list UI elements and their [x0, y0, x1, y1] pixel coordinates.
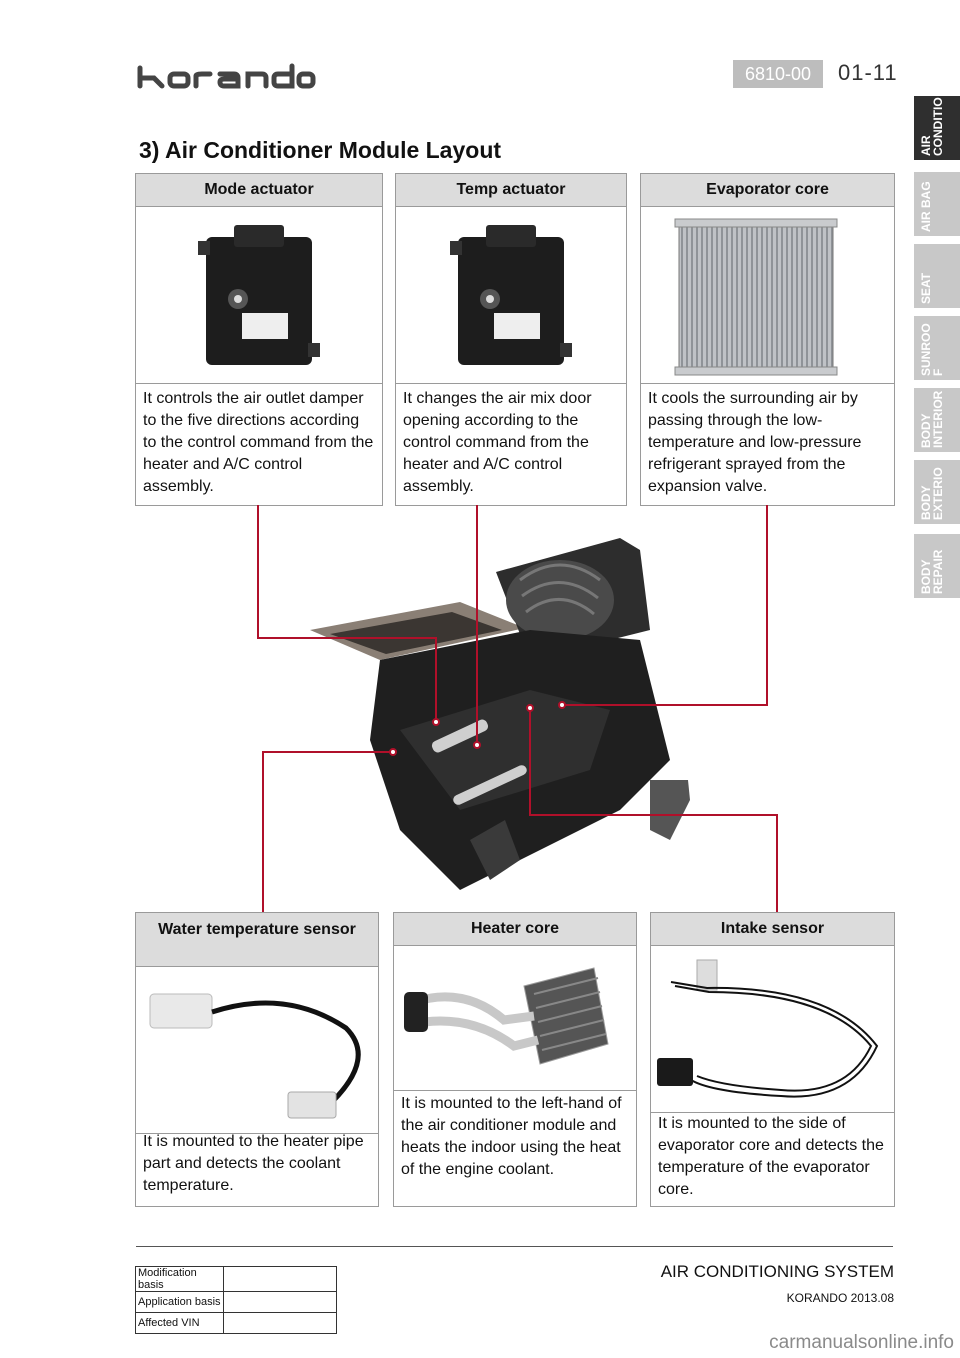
watermark: carmanualsonline.info — [769, 1332, 954, 1353]
temp-actuator-image — [396, 207, 626, 384]
temp-actuator-card: Temp actuator It changes the air mix doo… — [395, 173, 627, 506]
system-name: AIR CONDITIONING SYSTEM — [660, 1262, 894, 1281]
card-description: It is mounted to the left-hand of the ai… — [401, 1095, 622, 1178]
tab-sunroof[interactable]: SUNROO F — [914, 316, 960, 380]
tab-seat[interactable]: SEAT — [914, 244, 960, 308]
intake-sensor-image — [651, 946, 894, 1113]
card-description: It is mounted to the heater pipe part an… — [143, 1133, 364, 1194]
card-description: It changes the air mix door opening acco… — [403, 390, 592, 495]
page-number: 01-11 — [838, 60, 898, 85]
card-title: Mode actuator — [136, 174, 382, 207]
revision-label: Modification basis — [135, 1266, 224, 1292]
card-title: Temp actuator — [396, 174, 626, 207]
intake-sensor-card: Intake sensor It is mounted to the side … — [650, 912, 895, 1207]
korando-logo — [137, 63, 316, 89]
card-title: Heater core — [394, 913, 636, 946]
heater-core-card: Heater core It is mounted to the left-ha… — [393, 912, 637, 1207]
mode-actuator-card: Mode actuator It controls the air outlet… — [135, 173, 383, 506]
card-title: Evaporator core — [641, 174, 894, 207]
tab-body-interior[interactable]: BODY INTERIOR — [914, 388, 960, 452]
evaporator-core-card: Evaporator core It cools the surrounding… — [640, 173, 895, 506]
card-description: It controls the air outlet damper to the… — [143, 390, 374, 495]
table-row: Affected VIN — [135, 1312, 337, 1334]
revision-value — [223, 1291, 337, 1313]
page-title: 3) Air Conditioner Module Layout — [139, 137, 502, 163]
revision-value — [223, 1312, 337, 1334]
revision-label: Application basis — [135, 1291, 224, 1313]
card-title: Water temperature sensor — [136, 913, 378, 967]
tab-body-repair[interactable]: BODY REPAIR — [914, 534, 960, 598]
water-temp-sensor-image — [136, 968, 378, 1134]
evaporator-core-image — [641, 207, 894, 384]
tab-body-exterior[interactable]: BODY EXTERIO — [914, 460, 960, 524]
revision-label: Affected VIN — [135, 1312, 224, 1334]
revision-value — [223, 1266, 337, 1292]
table-row: Application basis — [135, 1291, 337, 1313]
heater-core-image — [394, 946, 636, 1091]
card-description: It is mounted to the side of evaporator … — [658, 1115, 884, 1198]
mode-actuator-image — [136, 207, 382, 384]
card-title: Intake sensor — [651, 913, 894, 946]
water-temp-sensor-card: Water temperature sensor It is mounted t… — [135, 912, 379, 1207]
card-description: It cools the surrounding air by passing … — [648, 390, 862, 495]
ac-module-image — [310, 538, 690, 890]
section-code-badge: 6810-00 — [733, 60, 823, 88]
tab-air-bag[interactable]: AIR BAG — [914, 172, 960, 236]
revision-table: Modification basis Application basis Aff… — [135, 1266, 337, 1334]
tab-air-conditioning[interactable]: AIR CONDITIO — [914, 96, 960, 160]
footer-divider — [136, 1246, 893, 1247]
table-row: Modification basis — [135, 1266, 337, 1292]
model-version: KORANDO 2013.08 — [786, 1291, 894, 1305]
